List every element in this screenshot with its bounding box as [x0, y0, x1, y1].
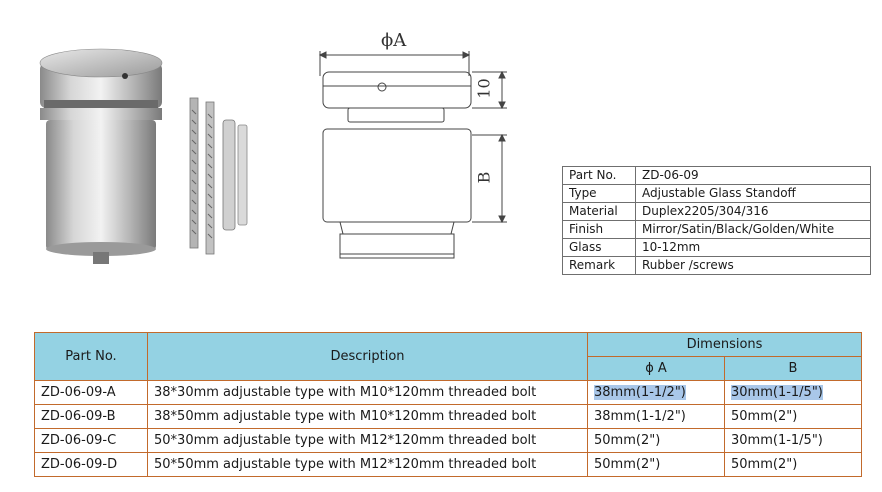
cell-description: 50*30mm adjustable type with M12*120mm t…	[147, 428, 588, 453]
table-row: Part No. ZD-06-09	[562, 166, 871, 185]
cell-b[interactable]: 30mm(1-1/5")	[724, 380, 862, 405]
table-row: Glass 10-12mm	[562, 238, 871, 257]
spec-key: Type	[562, 184, 636, 203]
cell-part-no: ZD-06-09-D	[34, 452, 148, 477]
spec-value: Duplex2205/304/316	[635, 202, 871, 221]
table-row: ZD-06-09-B 38*50mm adjustable type with …	[34, 404, 862, 429]
dim-b-label: B	[474, 171, 494, 184]
table-row: ZD-06-09-A 38*30mm adjustable type with …	[34, 380, 862, 405]
table-row: Type Adjustable Glass Standoff	[562, 184, 871, 203]
cell-part-no: ZD-06-09-B	[34, 404, 148, 429]
product-photo	[39, 48, 248, 264]
cell-phi-a: 38mm(1-1/2")	[587, 404, 725, 429]
spec-table: Part No. ZD-06-09 Type Adjustable Glass …	[562, 166, 871, 275]
dim-10-label: 10	[474, 78, 494, 99]
spec-key: Material	[562, 202, 636, 221]
header-part-no: Part No.	[34, 332, 148, 381]
standoff-body-photo	[39, 48, 163, 264]
cell-b: 30mm(1-1/5")	[724, 428, 862, 453]
selected-text[interactable]: 38mm(1-1/2")	[594, 385, 686, 400]
dimensions-table: Part No. Description Dimensions ϕ A B ZD…	[34, 332, 862, 477]
cell-phi-a: 50mm(2")	[587, 452, 725, 477]
cell-description: 38*30mm adjustable type with M10*120mm t…	[147, 380, 588, 405]
spec-value: Mirror/Satin/Black/Golden/White	[635, 220, 871, 239]
spec-key: Glass	[562, 238, 636, 257]
spec-value: Rubber /screws	[635, 256, 871, 275]
table-row: Finish Mirror/Satin/Black/Golden/White	[562, 220, 871, 239]
spec-key: Part No.	[562, 166, 636, 185]
cell-b: 50mm(2")	[724, 404, 862, 429]
table-row: ZD-06-09-C 50*30mm adjustable type with …	[34, 428, 862, 453]
dim-a-label: ϕA	[381, 30, 407, 51]
table-row: ZD-06-09-D 50*50mm adjustable type with …	[34, 452, 862, 477]
header-row: Part No. Description Dimensions	[34, 332, 862, 381]
header-row: ϕ A B	[35, 356, 862, 381]
table-row: Remark Rubber /screws	[562, 256, 871, 275]
spec-key: Finish	[562, 220, 636, 239]
cell-part-no: ZD-06-09-A	[34, 380, 148, 405]
bolts-photo	[189, 97, 248, 255]
cell-description: 50*50mm adjustable type with M12*120mm t…	[147, 452, 588, 477]
cell-b: 50mm(2")	[724, 452, 862, 477]
cell-phi-a[interactable]: 38mm(1-1/2")	[587, 380, 725, 405]
table-row: Material Duplex2205/304/316	[562, 202, 871, 221]
header-description: Description	[147, 332, 588, 381]
cell-description: 38*50mm adjustable type with M10*120mm t…	[147, 404, 588, 429]
header-b: B	[724, 356, 862, 381]
spec-key: Remark	[562, 256, 636, 275]
cell-phi-a: 50mm(2")	[587, 428, 725, 453]
spec-value: Adjustable Glass Standoff	[635, 184, 871, 203]
header-dimensions: Dimensions	[587, 332, 862, 357]
header-phi-a: ϕ A	[587, 356, 725, 381]
spec-value: 10-12mm	[635, 238, 871, 257]
cell-part-no: ZD-06-09-C	[34, 428, 148, 453]
spec-value: ZD-06-09	[635, 166, 871, 185]
technical-drawing	[318, 51, 507, 259]
selected-text[interactable]: 30mm(1-1/5")	[731, 385, 823, 400]
